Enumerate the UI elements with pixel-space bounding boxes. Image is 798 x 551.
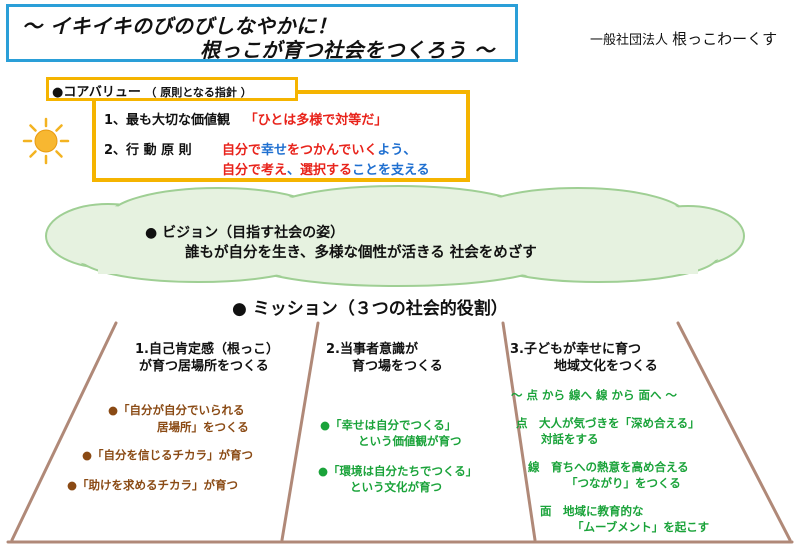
mission-1-item: 居場所」をつくる [157,420,249,434]
mission-2-title-line: 2.当事者意識が [326,342,418,357]
vision-text: 誰もが自分を生き、多様な個性が活きる 社会をめざす [185,245,537,261]
core-values-subheading: （ 原則となる指針 ） [145,86,252,99]
title-line-1: ～ イキイキのびのびしなやかに！ [22,14,337,38]
mission-1-item: ●「自分を信じるチカラ」が育つ [82,448,254,462]
principle-segment: 自分で [222,143,262,158]
organization-name: 一般社団法人 根っこわーくす [590,28,777,49]
principle-segment: 、 [287,163,301,178]
core-values-box [92,90,470,182]
principle-segment: ことを支える [352,163,430,178]
mission-title: ● ミッション（３つの社会的役割） [232,299,508,319]
vision-cloud [45,185,745,287]
core-values-label: ●コアバリュー （ 原則となる指針 ） [52,81,252,100]
mission-1-item: ●「助けを求めるチカラ」が育つ [67,478,239,492]
organization-title: 根っこわーくす [672,30,778,48]
action-principle-line-2: 自分で考え、選択することを支える [222,159,430,178]
principle-segment: よう、 [377,143,417,158]
mission-3-title: 3.子どもが幸せに育つ 地域文化をつくる [510,341,658,375]
action-principle-label: 2、行 動 原 則 [104,143,192,158]
mission-3-item: 点 大人が気づきを「深め合える」 [516,416,700,430]
mission-1-item: ●「自分が自分でいられる [108,403,245,417]
mission-2-item: という価値観が育つ [358,434,462,448]
mission-3-item: 「ムーブメント」を起こす [572,520,710,534]
mission-3-item: 「つながり」をつくる [566,476,681,490]
core-value-text: 「ひとは多様で対等だ」 [244,113,388,128]
mission-1-title: 1.自己肯定感（根っこ） が育つ居場所をつくる [135,341,279,375]
mission-2-title-line: 育つ場をつくる [352,359,443,374]
principle-segment: 幸せ [261,143,288,158]
core-values-heading: ●コアバリュー [52,85,141,100]
principle-segment: 選択する [300,163,353,178]
core-value-row-1: 1、最も大切な価値観 「ひとは多様で対等だ」 [104,109,387,128]
mission-3-subheading: ～ 点 から 線へ 線 から 面へ ～ [511,388,678,402]
mission-2-title: 2.当事者意識が 育つ場をつくる [326,341,443,375]
sun-icon [22,117,70,165]
core-value-label: 1、最も大切な価値観 [104,113,231,128]
mission-3-item: 対話をする [541,432,599,446]
mission-3-item: 線 育ちへの熱意を高め合える [528,460,689,474]
principle-segment: をつかんでいく [287,143,378,158]
organization-prefix: 一般社団法人 [590,33,669,48]
vision-title: ● ビジョン（目指す社会の姿） [145,225,345,241]
mission-3-title-line: 地域文化をつくる [554,359,658,374]
mission-3-item: 面 地域に教育的な [540,504,644,518]
action-principle-line-1: 自分で幸せをつかんでいくよう、 [222,139,416,158]
title-line-2: 根っこが育つ社会をつくろう ～ [200,38,495,62]
mission-3-title-line: 3.子どもが幸せに育つ [510,342,641,357]
mission-2-item: ●「幸せは自分でつくる」 [320,418,457,432]
mission-2-item: ●「環境は自分たちでつくる」 [318,464,478,478]
core-values-label-box [46,77,298,101]
title-box [6,4,518,62]
mission-1-title-line: が育つ居場所をつくる [139,359,269,374]
mission-1-title-line: 1.自己肯定感（根っこ） [135,342,279,357]
mission-2-item: という文化が育つ [350,480,442,494]
principle-segment: 自分で考え [222,163,288,178]
